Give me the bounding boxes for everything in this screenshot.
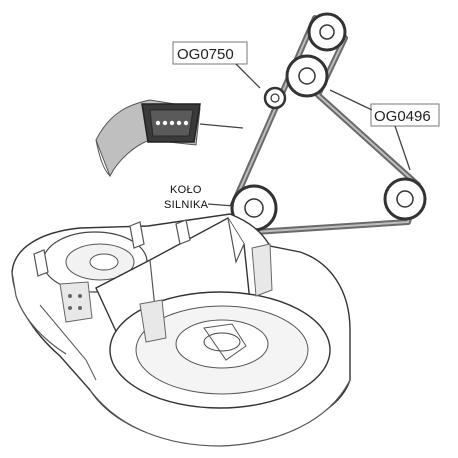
- belt-cross-section: [95, 99, 244, 178]
- mower-deck: [11, 213, 351, 447]
- label-og0496: OG0496: [374, 108, 431, 125]
- label-og0496-group: OG0496: [329, 89, 440, 171]
- large-pulley: [285, 54, 329, 98]
- label-og0750-group: OG0750: [172, 41, 261, 89]
- label-engine-pulley-group: KOŁO SILNIKA: [164, 184, 235, 211]
- small-pulley-og0750: [263, 86, 287, 110]
- tensioner-pulley-og0496: [383, 177, 427, 221]
- label-engine-pulley-line2: SILNIKA: [164, 199, 209, 211]
- label-engine-pulley-line1: KOŁO: [170, 184, 202, 196]
- label-og0750: OG0750: [177, 46, 234, 63]
- top-idler-pulley: [307, 12, 347, 52]
